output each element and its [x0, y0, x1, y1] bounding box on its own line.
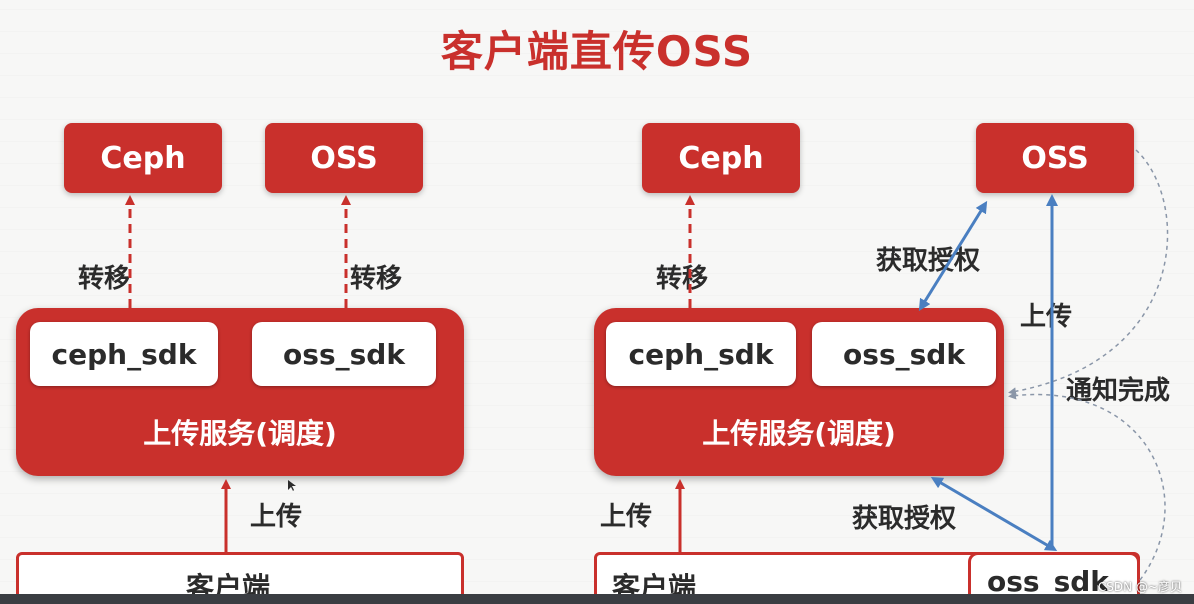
left-oss-sdk: oss_sdk — [252, 322, 436, 386]
right-auth-arrow-bottom — [930, 476, 1058, 552]
right-ceph-sdk: ceph_sdk — [606, 322, 796, 386]
page-title: 客户端直传OSS — [440, 27, 754, 76]
left-ceph-box: Ceph — [64, 123, 222, 193]
right-upload-label-vertical: 上传 — [1020, 302, 1073, 332]
left-upload-label: 上传 — [250, 502, 303, 532]
right-upload-label: 上传 — [600, 502, 653, 532]
left-transfer-label-oss: 转移 — [350, 264, 403, 294]
right-ceph-box: Ceph — [642, 123, 800, 193]
left-oss-box: OSS — [265, 123, 423, 193]
right-transfer-label: 转移 — [656, 264, 709, 294]
bottom-bar — [0, 594, 1194, 604]
right-notify-label: 通知完成 — [1066, 376, 1171, 406]
right-notify-curve-sdk — [1008, 391, 1166, 581]
right-oss-box: OSS — [976, 123, 1134, 193]
right-auth-arrow-top — [918, 200, 988, 312]
cursor-icon — [288, 480, 296, 491]
left-transfer-label-ceph: 转移 — [78, 264, 131, 294]
watermark: CSDN @~彦贝 — [1097, 580, 1182, 594]
left-service-label: 上传服务(调度) — [143, 417, 337, 450]
left-ceph-sdk: ceph_sdk — [30, 322, 218, 386]
right-service-label: 上传服务(调度) — [702, 417, 896, 450]
right-oss-sdk: oss_sdk — [812, 322, 996, 386]
right-notify-curve-oss — [1008, 149, 1169, 396]
